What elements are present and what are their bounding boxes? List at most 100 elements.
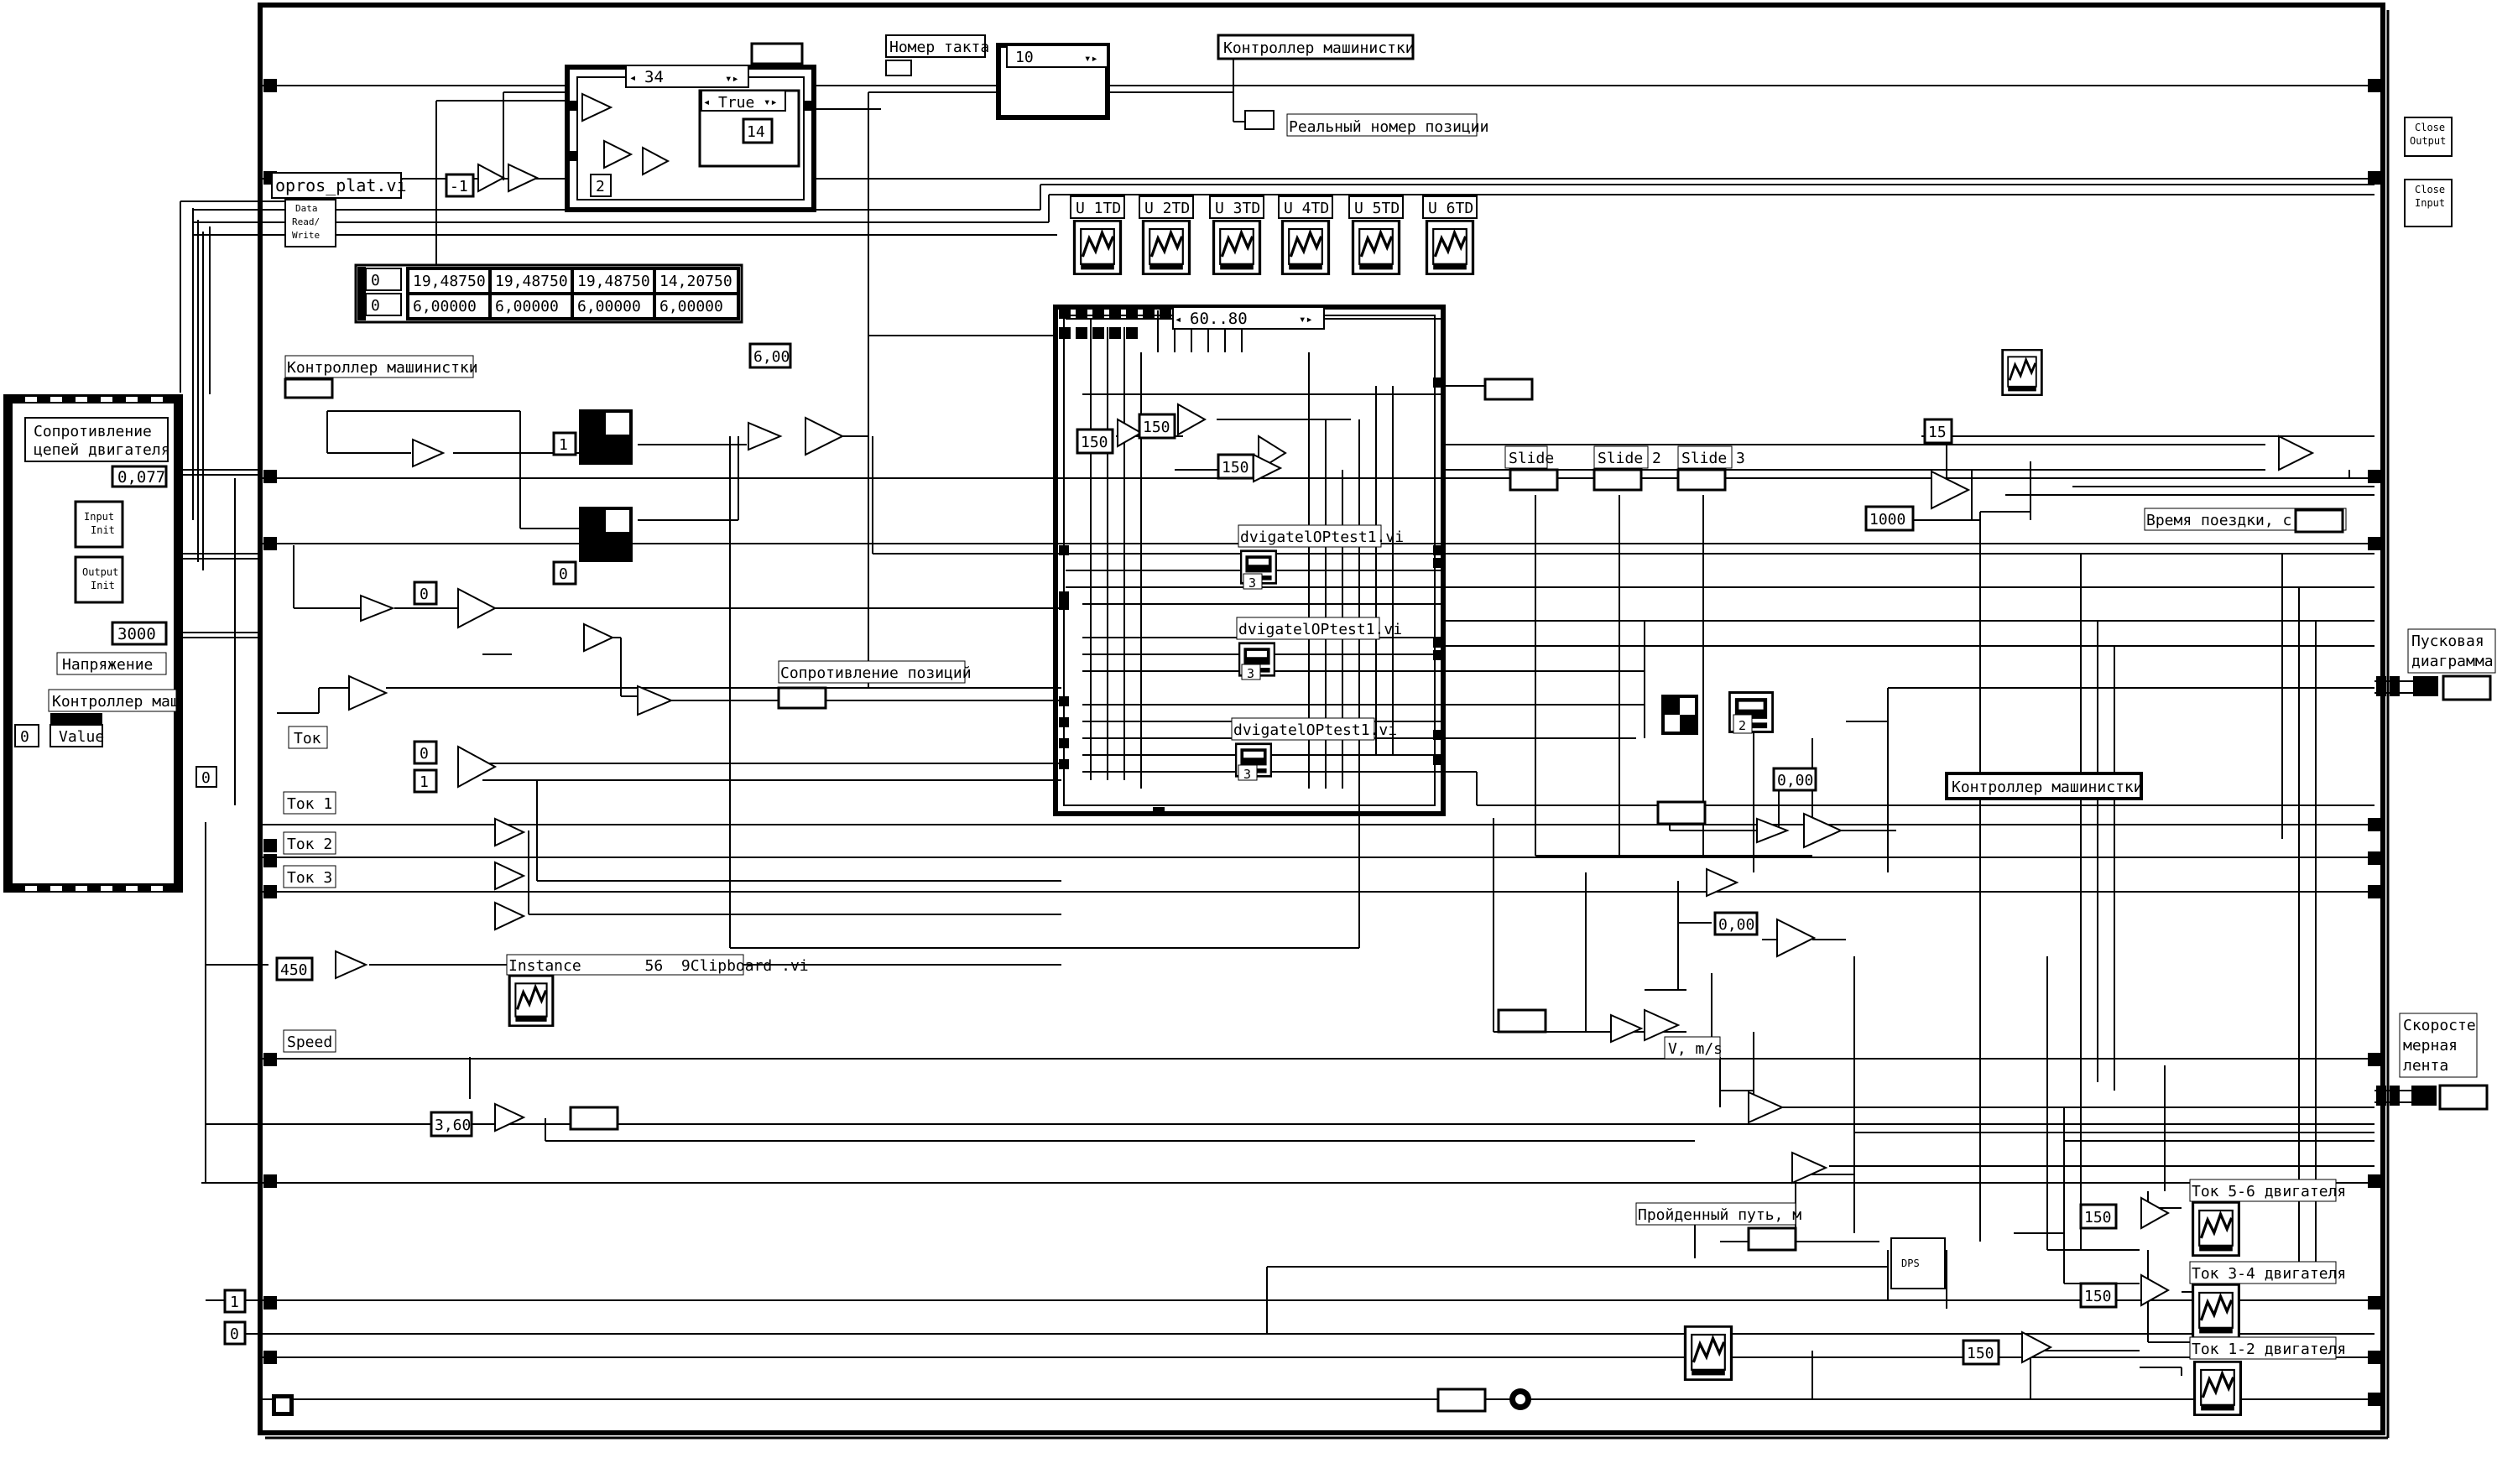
select-node-right[interactable] <box>1803 812 1843 849</box>
const-2-box[interactable] <box>590 174 612 197</box>
divide-node-t56[interactable] <box>2140 1196 2171 1230</box>
equal-zero-node-right[interactable] <box>1756 817 1790 844</box>
select-node-3[interactable] <box>457 745 498 789</box>
case-true-selector[interactable] <box>701 90 786 112</box>
soprot-pos-indicator[interactable] <box>777 686 827 710</box>
add-node-time[interactable] <box>2278 435 2315 471</box>
const-600-box[interactable] <box>748 342 792 369</box>
divide-node-c1[interactable] <box>1117 418 1144 448</box>
divide-node-left[interactable] <box>348 674 388 711</box>
value-node[interactable] <box>50 724 103 747</box>
voltage-value-box[interactable] <box>111 621 168 646</box>
decrement-node[interactable] <box>412 438 446 468</box>
const-zero-left-box[interactable] <box>195 766 217 788</box>
add-node-dist[interactable] <box>1791 1151 1828 1185</box>
metronome-icon[interactable] <box>2001 349 2043 396</box>
const-1-b-box[interactable] <box>413 768 438 794</box>
c150e-box[interactable] <box>2079 1282 2118 1309</box>
const-360-box[interactable] <box>430 1111 473 1138</box>
c1000-box[interactable] <box>1864 505 1915 532</box>
c150b-box[interactable] <box>1138 413 1176 440</box>
equal-zero-node-2[interactable] <box>360 594 395 622</box>
bottom-indicator[interactable] <box>1436 1388 1487 1413</box>
const-0-bot-box[interactable] <box>223 1320 247 1346</box>
select-node-1[interactable] <box>805 416 845 456</box>
real-pos-indicator[interactable] <box>1244 110 1275 130</box>
u6-graph-icon[interactable] <box>1425 220 1475 275</box>
const-1-bot-box[interactable] <box>223 1289 247 1314</box>
const-1-mid-box[interactable] <box>552 431 577 456</box>
while-loop-frame[interactable] <box>258 3 2385 1435</box>
array-idx1-box[interactable] <box>365 293 402 316</box>
divide-node-t34[interactable] <box>2140 1273 2171 1307</box>
multiply-node-speed[interactable] <box>494 1102 526 1133</box>
slide-indicator[interactable] <box>1509 468 1559 492</box>
multiply-node-tok2[interactable] <box>494 861 526 891</box>
c150a-box[interactable] <box>1076 428 1114 455</box>
multiply-node-right[interactable] <box>1610 1013 1644 1044</box>
kontroller-mid-indicator[interactable] <box>284 378 334 399</box>
u2-graph-icon[interactable] <box>1141 220 1191 275</box>
array-idx0-box[interactable] <box>365 268 402 291</box>
divide-node-time[interactable] <box>1931 470 1971 510</box>
multiply-node-top[interactable] <box>642 146 670 176</box>
u1-graph-icon[interactable] <box>1072 220 1123 275</box>
close-output-node[interactable] <box>2404 117 2453 157</box>
right-mid-indicator[interactable] <box>1656 800 1707 825</box>
const-14-box[interactable] <box>742 117 774 144</box>
range-selector[interactable] <box>1172 306 1325 330</box>
divide-node-c4[interactable] <box>1253 453 1283 483</box>
divide-node-mid[interactable] <box>583 622 615 653</box>
const-450-box[interactable] <box>275 956 314 982</box>
divide-node-450[interactable] <box>335 950 368 980</box>
tok12-graph-icon[interactable] <box>2193 1361 2242 1416</box>
c150f-box[interactable] <box>1962 1339 2000 1366</box>
u4-graph-icon[interactable] <box>1280 220 1331 275</box>
u5-graph-icon[interactable] <box>1351 220 1401 275</box>
c000a-box[interactable] <box>1772 767 1817 792</box>
equal-zero-node-1[interactable] <box>748 421 783 451</box>
slide3-indicator[interactable] <box>1676 468 1727 492</box>
const-0-c-box[interactable] <box>413 740 438 765</box>
multiply-node-tok1[interactable] <box>494 817 526 847</box>
divide-node-vms[interactable] <box>1644 1008 1681 1042</box>
dps-node[interactable] <box>1890 1237 1946 1289</box>
input-init-node[interactable] <box>74 500 124 549</box>
output-init-node[interactable] <box>74 555 124 604</box>
puskovaya-indicator[interactable] <box>2442 674 2492 701</box>
greater-node-top[interactable] <box>477 163 506 193</box>
c150d-box[interactable] <box>2079 1203 2118 1230</box>
center-out-indicator[interactable] <box>1483 378 1534 401</box>
close-input-node[interactable] <box>2404 179 2453 227</box>
divide-node-t12[interactable] <box>2021 1330 2053 1364</box>
less-zero-node[interactable] <box>1706 867 1739 898</box>
bottom-graph-icon[interactable] <box>1683 1325 1733 1381</box>
select-node-2[interactable] <box>457 587 498 629</box>
u3-graph-icon[interactable] <box>1212 220 1262 275</box>
const-0-mid-box[interactable] <box>552 560 577 586</box>
tok34-graph-icon[interactable] <box>2192 1284 2240 1339</box>
const-minus1-box[interactable] <box>445 173 475 198</box>
speed-indicator[interactable] <box>569 1106 619 1131</box>
c15-box[interactable] <box>1923 418 1953 445</box>
vremya-indicator[interactable] <box>2294 508 2344 534</box>
clipboard-graph-icon[interactable] <box>508 975 555 1027</box>
add-node-top[interactable] <box>603 139 633 169</box>
resistance-value-box[interactable] <box>111 465 168 488</box>
tok56-graph-icon[interactable] <box>2192 1201 2240 1257</box>
subtract-node-top[interactable] <box>581 92 613 122</box>
slide2-indicator[interactable] <box>1593 468 1643 492</box>
const-10-selector[interactable] <box>1006 44 1108 68</box>
right-low-indicator[interactable] <box>1497 1008 1547 1034</box>
opros-node[interactable] <box>284 199 336 247</box>
skorost-indicator[interactable] <box>2438 1084 2489 1111</box>
divide-node-dist[interactable] <box>1748 1091 1785 1124</box>
multiply-node-tok3[interactable] <box>494 901 526 931</box>
add-node-mid[interactable] <box>637 685 674 716</box>
proiden-indicator[interactable] <box>1747 1226 1797 1252</box>
const-0-b-box[interactable] <box>413 581 438 606</box>
nomer-takta-indicator[interactable] <box>885 60 912 76</box>
compare-node-top[interactable] <box>508 163 540 193</box>
controller-zero-box[interactable] <box>14 724 39 747</box>
c000b-box[interactable] <box>1713 911 1759 936</box>
